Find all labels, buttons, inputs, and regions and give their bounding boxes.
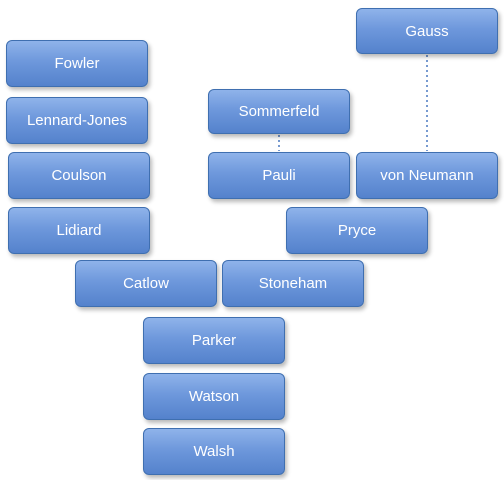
node-fowler: Fowler (6, 40, 148, 87)
node-gauss: Gauss (356, 8, 498, 54)
node-label: Lidiard (56, 222, 102, 239)
node-label: Catlow (123, 275, 169, 292)
node-walsh: Walsh (143, 428, 285, 475)
node-pauli: Pauli (208, 152, 350, 199)
node-stoneham: Stoneham (222, 260, 364, 307)
node-label: Coulson (51, 167, 107, 184)
node-label: Pryce (337, 222, 377, 239)
node-label: Walsh (193, 443, 235, 460)
node-label: Lennard-Jones (26, 112, 128, 129)
node-label: Stoneham (258, 275, 328, 292)
node-label: Pauli (262, 167, 296, 184)
node-pryce: Pryce (286, 207, 428, 254)
node-label: Sommerfeld (238, 103, 320, 120)
node-lennard-jones: Lennard-Jones (6, 97, 148, 144)
node-lidiard: Lidiard (8, 207, 150, 254)
node-label: Fowler (54, 55, 100, 72)
node-coulson: Coulson (8, 152, 150, 199)
node-sommerfeld: Sommerfeld (208, 89, 350, 134)
node-label: Parker (191, 332, 237, 349)
node-watson: Watson (143, 373, 285, 420)
node-label: Gauss (405, 22, 449, 40)
node-catlow: Catlow (75, 260, 217, 307)
node-label: Watson (188, 388, 240, 405)
node-label: von Neumann (380, 167, 474, 184)
node-von-neumann: von Neumann (356, 152, 498, 199)
node-parker: Parker (143, 317, 285, 364)
